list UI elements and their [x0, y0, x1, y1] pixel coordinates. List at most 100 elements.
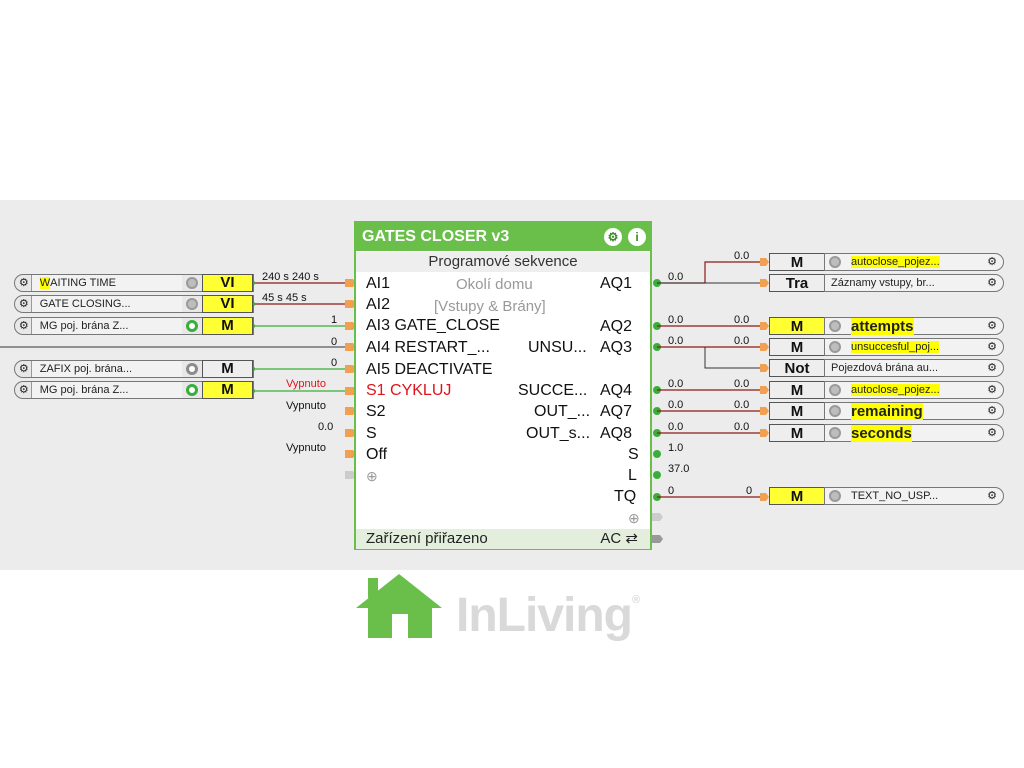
output-label-unsu: UNSU... [528, 339, 587, 356]
gear-icon[interactable]: ⚙ [18, 362, 29, 375]
gear-icon[interactable]: ⚙ [18, 319, 29, 332]
gear-icon[interactable]: ⚙ [18, 383, 29, 396]
gear-icon[interactable]: ⚙ [987, 383, 997, 396]
function-block-gates-closer[interactable]: GATES CLOSER v3 ⚙ i Programové sekvence … [354, 221, 652, 550]
wire-value: 0.0 [734, 421, 750, 433]
output-block-autoclose-1[interactable]: M autoclose_pojez... ⚙ [769, 253, 1004, 271]
wire-value: 1 [331, 314, 338, 326]
block-type-tag: VI [201, 294, 253, 313]
brand-name: InLiving [456, 589, 633, 642]
wire-value: 0.0 [734, 335, 750, 347]
block-name: autoclose_pojez... [851, 384, 940, 396]
output-block-seconds[interactable]: M seconds ⚙ [769, 424, 1004, 442]
status-dot-icon [829, 341, 841, 353]
block-name: autoclose_pojez... [851, 256, 940, 268]
block-name: attempts [851, 317, 914, 335]
block-name: remaining [851, 402, 923, 420]
block-name: seconds [851, 424, 912, 442]
input-port-off[interactable]: Off [366, 446, 388, 463]
status-dot-icon [186, 298, 198, 310]
input-port-s1[interactable]: S1 CYKLUJ [366, 382, 452, 399]
input-block-mg-gate-1[interactable]: ⚙ MG poj. brána Z... M [14, 316, 254, 335]
output-block-autoclose-2[interactable]: M autoclose_pojez... ⚙ [769, 381, 1004, 399]
wire-value: 0 [331, 336, 338, 348]
block-subtitle: Programové sekvence [356, 252, 650, 272]
wire-value: 240 s 240 s [262, 271, 319, 283]
gear-icon[interactable]: ⚙ [18, 297, 29, 310]
wire-value: 0.0 [318, 421, 334, 433]
gear-icon[interactable]: ⚙ [18, 276, 29, 289]
block-header[interactable]: GATES CLOSER v3 ⚙ i [356, 223, 650, 251]
output-block-unsuccessful[interactable]: M unsuccesful_poj... ⚙ [769, 338, 1004, 356]
input-port-ai2[interactable]: AI2 [366, 296, 391, 313]
gear-icon[interactable]: ⚙ [604, 228, 622, 246]
block-name: AITING TIME [50, 277, 116, 289]
block-name: Záznamy vstupy, br... [831, 277, 935, 289]
output-label-outs: OUT_s... [526, 425, 591, 442]
plus-circle-icon[interactable]: ⊕ [366, 468, 378, 484]
wire-value: 0 [331, 357, 338, 369]
block-name: GATE CLOSING... [30, 296, 183, 312]
output-block-remaining[interactable]: M remaining ⚙ [769, 402, 1004, 420]
input-port-s[interactable]: S [366, 425, 377, 442]
wire-value: 37.0 [668, 463, 690, 475]
wire-value: 0.0 [734, 314, 750, 326]
block-type-tag: M [769, 402, 825, 420]
input-port-ai5[interactable]: AI5 DEACTIVATE [366, 361, 493, 378]
output-block-tracker[interactable]: Tra Záznamy vstupy, br... ⚙ [769, 274, 1004, 292]
gear-icon[interactable]: ⚙ [987, 255, 997, 268]
block-name: TEXT_NO_USP... [851, 490, 939, 502]
block-name: MG poj. brána Z... [30, 382, 183, 398]
block-place: Okolí domu [456, 276, 533, 293]
input-port-s2[interactable]: S2 [366, 403, 386, 420]
input-block-zafix[interactable]: ⚙ ZAFIX poj. brána... M [14, 359, 254, 378]
block-type-tag: M [769, 338, 825, 356]
input-port-ai3[interactable]: AI3 GATE_CLOSE [366, 317, 500, 334]
gear-icon[interactable]: ⚙ [987, 340, 997, 353]
output-port-aq4[interactable]: AQ4 [600, 382, 633, 399]
status-dot-icon [829, 384, 841, 396]
wire-value: Vypnuto [286, 442, 326, 454]
plus-circle-icon[interactable]: ⊕ [628, 510, 640, 526]
status-dot-icon [829, 490, 841, 502]
output-port-aq3[interactable]: AQ3 [600, 339, 633, 356]
gear-icon[interactable]: ⚙ [987, 426, 997, 439]
output-block-attempts[interactable]: M attempts ⚙ [769, 317, 1004, 335]
output-port-aq2[interactable]: AQ2 [600, 318, 633, 335]
wire-value: Vypnuto [286, 400, 326, 412]
brand-logo-text: InLiving® [456, 588, 640, 643]
status-on-icon [186, 320, 198, 332]
output-port-tq[interactable]: TQ [614, 488, 637, 505]
block-type-tag: M [769, 424, 825, 442]
input-block-gate-closing[interactable]: ⚙ GATE CLOSING... VI [14, 294, 254, 313]
output-block-notification[interactable]: Not Pojezdová brána au... ⚙ [769, 359, 1004, 377]
gear-icon[interactable]: ⚙ [987, 404, 997, 417]
gear-icon[interactable]: ⚙ [987, 276, 997, 289]
block-type-tag: VI [201, 273, 253, 292]
gear-icon[interactable]: ⚙ [987, 319, 997, 332]
status-off-icon [186, 363, 198, 375]
status-on-icon [186, 384, 198, 396]
wire-value: 1.0 [668, 442, 684, 454]
wire-value: 0.0 [668, 335, 684, 347]
gear-icon[interactable]: ⚙ [987, 361, 997, 374]
output-port-s[interactable]: S [628, 446, 639, 463]
info-icon[interactable]: i [628, 228, 646, 246]
output-port-aq7[interactable]: AQ7 [600, 403, 633, 420]
input-block-mg-gate-2[interactable]: ⚙ MG poj. brána Z... M [14, 380, 254, 399]
output-port-aq8[interactable]: AQ8 [600, 425, 633, 442]
house-logo-icon [356, 574, 442, 638]
output-block-text-no-usp[interactable]: M TEXT_NO_USP... ⚙ [769, 487, 1004, 505]
input-port-ai1[interactable]: AI1 [366, 275, 391, 292]
output-port-aq1[interactable]: AQ1 [600, 275, 633, 292]
block-name-highlight: W [39, 277, 51, 289]
ac-swap-icon[interactable]: AC ⇄ [600, 530, 638, 547]
gear-icon[interactable]: ⚙ [987, 489, 997, 502]
block-type-tag: M [769, 381, 825, 399]
block-name: ZAFIX poj. brána... [30, 361, 183, 377]
block-name: Pojezdová brána au... [831, 362, 939, 374]
input-port-ai4[interactable]: AI4 RESTART_... [366, 339, 490, 356]
output-port-l[interactable]: L [628, 467, 637, 484]
